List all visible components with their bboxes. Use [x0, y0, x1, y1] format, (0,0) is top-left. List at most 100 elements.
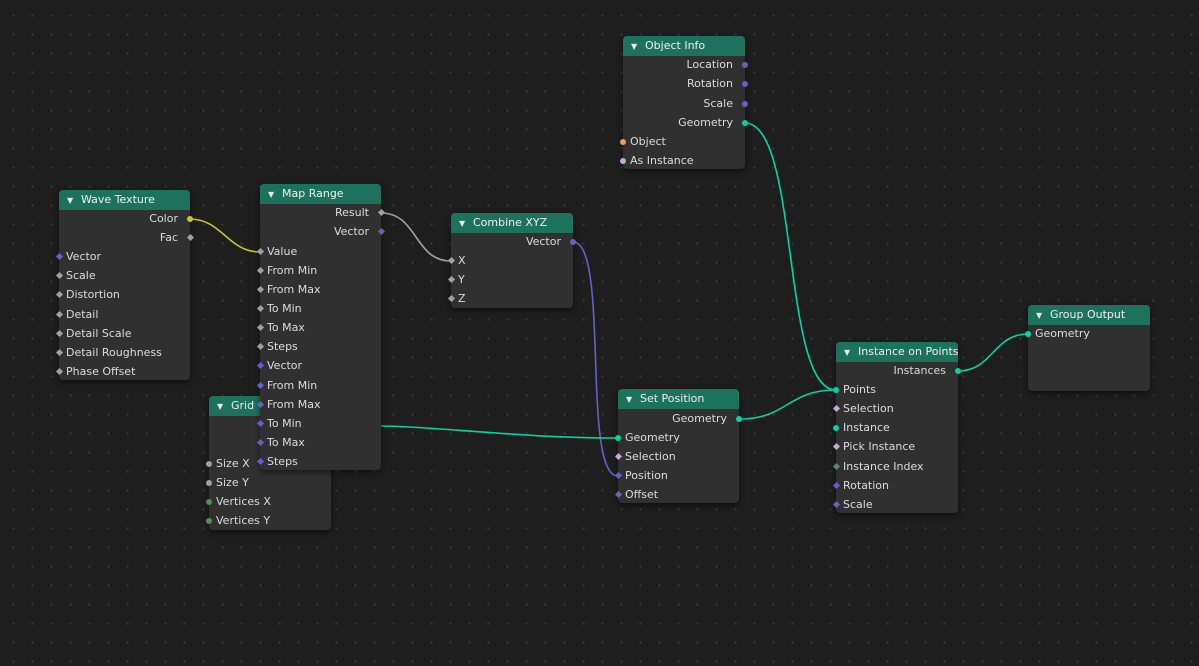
- node-object-info[interactable]: ▼Object Info Location Rotation Scale Geo…: [620, 36, 748, 169]
- input-socket-row[interactable]: Z: [447, 289, 573, 308]
- socket-object[interactable]: [620, 138, 626, 145]
- input-socket-row[interactable]: Object: [620, 132, 745, 151]
- socket-float[interactable]: [55, 290, 63, 299]
- socket-color[interactable]: [187, 215, 193, 222]
- socket-float[interactable]: [377, 208, 385, 217]
- input-socket-row[interactable]: Distortion: [55, 285, 190, 304]
- input-socket-row[interactable]: Size X: [206, 454, 331, 473]
- socket-geometry[interactable]: [742, 119, 748, 126]
- socket-float[interactable]: [55, 310, 63, 319]
- node-header[interactable]: ▼Object Info: [623, 36, 745, 56]
- node-header[interactable]: ▼Group Output: [1028, 305, 1150, 325]
- chevron-down-icon[interactable]: ▼: [217, 402, 224, 411]
- input-socket-row[interactable]: From Max: [256, 280, 381, 299]
- socket-geometry[interactable]: [955, 367, 961, 374]
- input-socket-row[interactable]: Vertices X: [206, 492, 331, 511]
- input-socket-row[interactable]: Offset: [614, 485, 739, 504]
- input-socket-row[interactable]: Geometry: [1025, 324, 1150, 343]
- socket-int[interactable]: [206, 498, 212, 505]
- socket-float[interactable]: [206, 479, 212, 486]
- output-socket-row[interactable]: Fac: [59, 228, 194, 247]
- input-socket-row[interactable]: To Max: [256, 318, 381, 337]
- input-socket-row[interactable]: Vector: [55, 247, 190, 266]
- socket-vector[interactable]: [742, 80, 748, 87]
- input-socket-row[interactable]: Detail: [55, 305, 190, 324]
- node-instance-on-points[interactable]: ▼Instance on Points Instances Points Sel…: [832, 342, 961, 514]
- socket-geometry[interactable]: [615, 434, 621, 441]
- chevron-down-icon[interactable]: ▼: [844, 348, 851, 357]
- socket-float[interactable]: [256, 266, 264, 275]
- input-socket-row[interactable]: From Min: [256, 261, 381, 280]
- socket-float[interactable]: [206, 460, 212, 467]
- input-socket-row[interactable]: Phase Offset: [55, 362, 190, 381]
- socket-float[interactable]: [256, 304, 264, 313]
- node-header[interactable]: ▼Instance on Points: [836, 342, 959, 362]
- node-set-position[interactable]: ▼Set Position Geometry Geometry Selectio…: [614, 389, 742, 504]
- socket-int[interactable]: [832, 462, 840, 471]
- socket-float[interactable]: [55, 367, 63, 376]
- socket-float[interactable]: [256, 247, 264, 256]
- input-socket-row[interactable]: X: [447, 251, 573, 270]
- socket-bool[interactable]: [620, 157, 626, 164]
- output-socket-row[interactable]: Scale: [623, 94, 748, 113]
- node-map-range[interactable]: ▼Map Range Result Vector Value From Min …: [256, 184, 385, 471]
- input-socket-row[interactable]: Position: [614, 466, 739, 485]
- input-socket-row[interactable]: Steps: [256, 337, 381, 356]
- node-combine-xyz[interactable]: ▼Combine XYZ Vector X Y Z: [447, 213, 576, 308]
- chevron-down-icon[interactable]: ▼: [631, 42, 638, 51]
- socket-vector[interactable]: [377, 227, 385, 236]
- input-socket-row[interactable]: To Min: [256, 299, 381, 318]
- input-socket-row[interactable]: Steps: [256, 452, 381, 471]
- input-socket-row[interactable]: Scale: [55, 266, 190, 285]
- socket-vector[interactable]: [55, 252, 63, 261]
- input-socket-row[interactable]: Size Y: [206, 473, 331, 492]
- socket-float[interactable]: [256, 323, 264, 332]
- input-socket-row[interactable]: Geometry: [615, 428, 739, 447]
- socket-bool[interactable]: [614, 452, 622, 461]
- socket-vector[interactable]: [570, 238, 576, 245]
- chevron-down-icon[interactable]: ▼: [1036, 311, 1043, 320]
- output-socket-row[interactable]: Rotation: [623, 74, 748, 93]
- socket-vector[interactable]: [614, 490, 622, 499]
- socket-float[interactable]: [256, 285, 264, 294]
- socket-vector[interactable]: [832, 481, 840, 490]
- socket-vector[interactable]: [742, 61, 748, 68]
- output-socket-row[interactable]: Result: [260, 203, 385, 222]
- socket-float[interactable]: [447, 294, 455, 303]
- socket-geometry[interactable]: [833, 386, 839, 393]
- input-socket-row[interactable]: Selection: [614, 447, 739, 466]
- input-socket-row[interactable]: Vector: [256, 356, 381, 375]
- input-socket-row[interactable]: Instance: [833, 418, 958, 437]
- input-socket-row[interactable]: Vertices Y: [206, 511, 331, 530]
- input-socket-row[interactable]: From Max: [256, 395, 381, 414]
- chevron-down-icon[interactable]: ▼: [67, 196, 74, 205]
- output-socket-row[interactable]: Color: [59, 209, 193, 228]
- input-socket-row[interactable]: Detail Scale: [55, 324, 190, 343]
- output-socket-row[interactable]: Location: [623, 55, 748, 74]
- node-header[interactable]: ▼Set Position: [618, 389, 739, 409]
- input-socket-row[interactable]: Y: [447, 270, 573, 289]
- socket-vector[interactable]: [614, 471, 622, 480]
- node-group-output[interactable]: ▼Group Output Geometry: [1025, 305, 1150, 391]
- input-socket-row[interactable]: From Min: [256, 376, 381, 395]
- node-wave-texture[interactable]: ▼Wave Texture Color Fac Vector Scale Dis…: [55, 190, 194, 381]
- input-socket-row[interactable]: Points: [833, 380, 958, 399]
- node-header[interactable]: ▼Combine XYZ: [451, 213, 573, 233]
- socket-bool[interactable]: [832, 404, 840, 413]
- node-header[interactable]: ▼Wave Texture: [59, 190, 190, 210]
- output-socket-row[interactable]: Vector: [260, 222, 385, 241]
- output-socket-row[interactable]: Vector: [451, 232, 576, 251]
- input-socket-row[interactable]: Scale: [832, 495, 958, 514]
- chevron-down-icon[interactable]: ▼: [268, 190, 275, 199]
- input-socket-row[interactable]: Rotation: [832, 476, 958, 495]
- socket-float[interactable]: [447, 275, 455, 284]
- input-socket-row[interactable]: To Min: [256, 414, 381, 433]
- node-header[interactable]: ▼Map Range: [260, 184, 381, 204]
- input-socket-row[interactable]: To Max: [256, 433, 381, 452]
- socket-vector[interactable]: [832, 500, 840, 509]
- socket-float[interactable]: [256, 342, 264, 351]
- input-socket-row[interactable]: Value: [256, 242, 381, 261]
- input-socket-row[interactable]: Instance Index: [832, 457, 958, 476]
- socket-vector[interactable]: [256, 361, 264, 370]
- input-socket-row[interactable]: Detail Roughness: [55, 343, 190, 362]
